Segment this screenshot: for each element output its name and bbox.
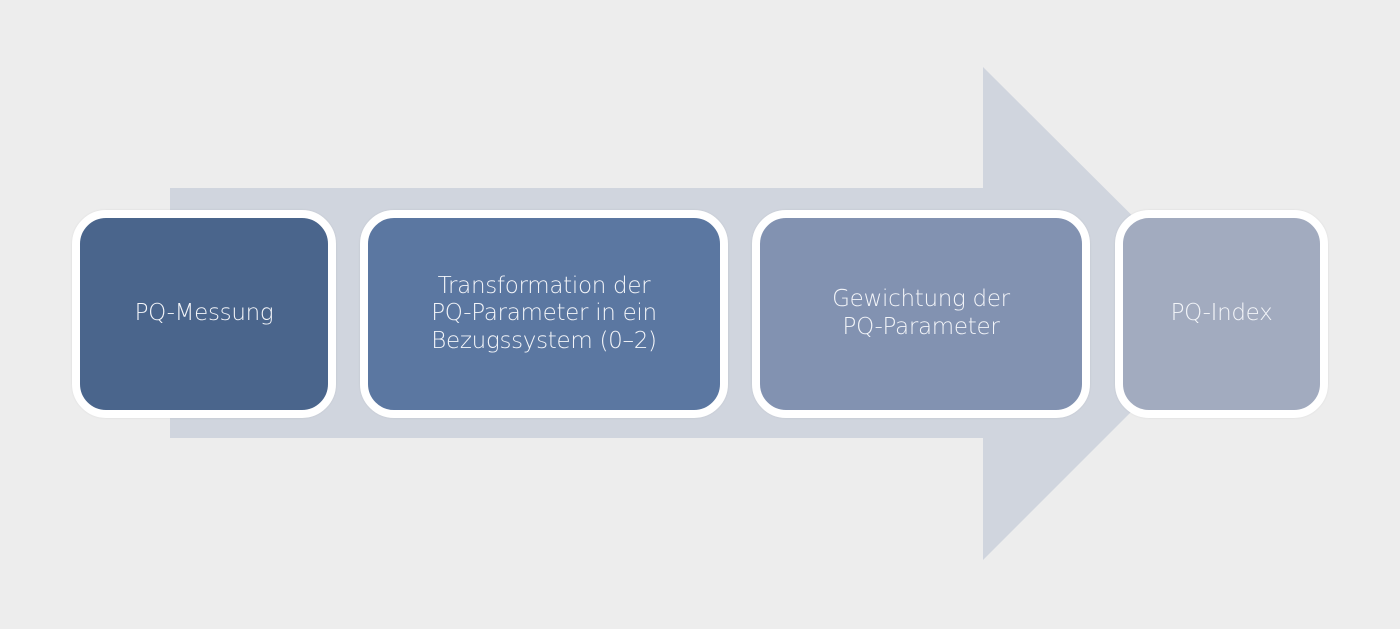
step-gewichtung: Gewichtung der PQ-Parameter xyxy=(752,210,1090,418)
step-label: Gewichtung der PQ-Parameter xyxy=(832,286,1010,340)
step-label: PQ-Index xyxy=(1170,300,1273,327)
step-label: PQ-Messung xyxy=(134,300,274,327)
step-label: Transformation der PQ-Parameter in ein B… xyxy=(431,272,657,354)
step-pq-messung: PQ-Messung xyxy=(72,210,336,418)
step-pq-index: PQ-Index xyxy=(1115,210,1328,418)
step-transformation: Transformation der PQ-Parameter in ein B… xyxy=(360,210,728,418)
